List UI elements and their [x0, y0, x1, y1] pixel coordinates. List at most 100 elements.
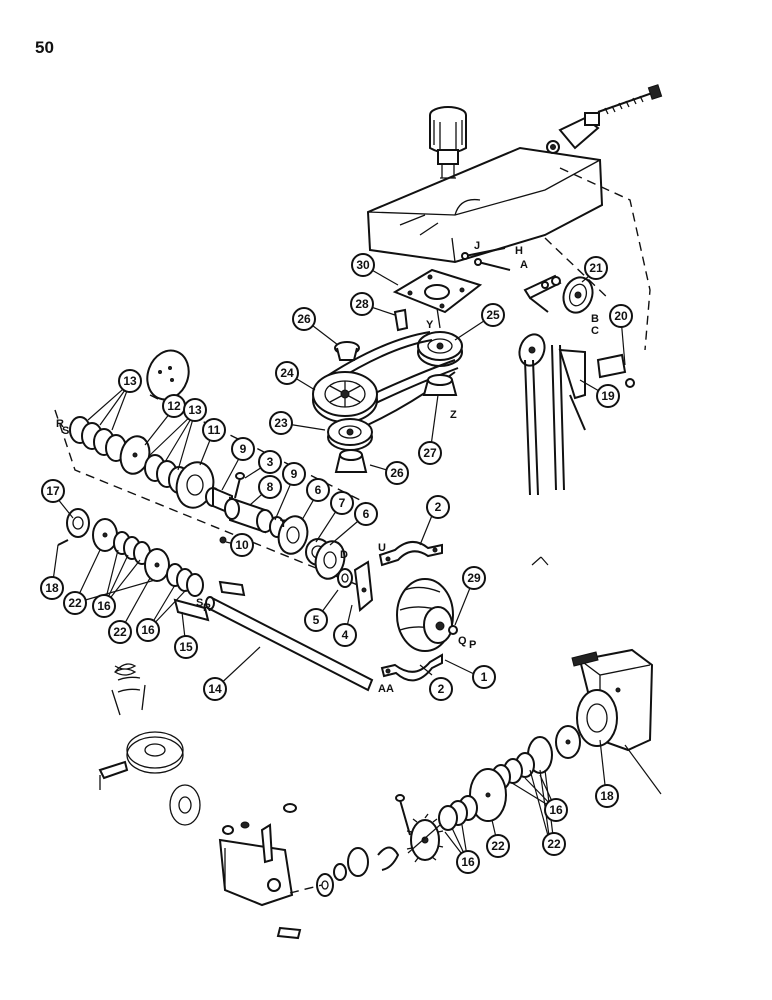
- callout-8: 8: [258, 475, 282, 499]
- callout-13: 13: [183, 398, 207, 422]
- letter-label: U: [378, 542, 386, 554]
- pulley-hub-upper: [334, 341, 360, 361]
- idler-pulley: [562, 276, 594, 314]
- sprocket: [406, 813, 444, 863]
- letter-label: R: [56, 418, 64, 430]
- callout-22: 22: [108, 620, 132, 644]
- clutch-springs-upper: [69, 416, 127, 462]
- key: [57, 539, 69, 546]
- callout-label: 4: [342, 628, 349, 642]
- callout-28: 28: [350, 292, 374, 316]
- clutch-plate-lower: [92, 518, 118, 552]
- callout-label: 19: [601, 389, 615, 403]
- large-pulley: [312, 371, 378, 423]
- callout-label: 3: [267, 455, 274, 469]
- callout-label: 28: [355, 297, 369, 311]
- bearing-plate: [353, 560, 374, 612]
- letter-label: P: [469, 639, 476, 651]
- callout-label: 6: [315, 483, 322, 497]
- letter-label: A: [520, 259, 528, 271]
- letter-label: H: [515, 245, 523, 257]
- tension-bolt-assembly: [546, 84, 663, 154]
- callout-26: 26: [385, 461, 409, 485]
- lower-pulley: [327, 418, 373, 451]
- idler-pulley-2: [518, 333, 546, 367]
- callout-label: 24: [280, 366, 294, 380]
- callout-17: 17: [41, 479, 65, 503]
- drive-pulley: [417, 331, 463, 367]
- callout-label: 25: [486, 308, 500, 322]
- letter-label: B: [591, 313, 599, 325]
- callout-label: 26: [297, 312, 311, 326]
- letter-label: Y: [426, 319, 434, 331]
- letter-label: Z: [450, 409, 457, 421]
- drive-hub: [576, 689, 618, 747]
- pin: [399, 799, 411, 836]
- hub-flange: [555, 725, 581, 759]
- bolt-head: [235, 472, 245, 480]
- callout-11: 11: [202, 418, 226, 442]
- callout-label: 14: [208, 682, 222, 696]
- callout-7: 7: [330, 491, 354, 515]
- callout-label: 6: [363, 507, 370, 521]
- clutch-disc-lower: [144, 548, 170, 582]
- callout-label: 22: [113, 625, 127, 639]
- letter-label: D: [340, 549, 348, 561]
- washer: [337, 568, 353, 588]
- callout-label: 8: [267, 480, 274, 494]
- clutch-springs-lower-2: [166, 563, 204, 597]
- callout-21: 21: [584, 256, 608, 280]
- idler-arm: [523, 274, 562, 313]
- callout-label: 7: [339, 496, 346, 510]
- callout-13: 13: [118, 369, 142, 393]
- clutch-springs-lower: [113, 531, 151, 565]
- callout-4: 4: [333, 623, 357, 647]
- callout-1: 1: [472, 665, 496, 689]
- callout-label: 16: [461, 855, 475, 869]
- callout-label: 16: [141, 623, 155, 637]
- callout-24: 24: [275, 361, 299, 385]
- callout-2: 2: [426, 495, 450, 519]
- callout-label: 23: [274, 416, 288, 430]
- callout-23: 23: [269, 411, 293, 435]
- callout-15: 15: [174, 635, 198, 659]
- clip: [393, 308, 409, 332]
- callout-16: 16: [456, 850, 480, 874]
- callout-label: 22: [547, 837, 561, 851]
- letter-label: Q: [458, 635, 467, 647]
- callout-label: 22: [68, 596, 82, 610]
- callout-label: 2: [435, 500, 442, 514]
- callout-30: 30: [351, 253, 375, 277]
- callout-label: 5: [313, 613, 320, 627]
- callout-label: 12: [167, 399, 181, 413]
- callouts: 1 2 2 3 4 5 6 6 7 8 9 9 10 11 12 13 13 1…: [40, 253, 633, 874]
- callout-27: 27: [418, 441, 442, 465]
- callout-9: 9: [231, 437, 255, 461]
- page-number: 50: [35, 38, 54, 57]
- bearing-clamp-lower: [380, 653, 443, 682]
- assembly-outline: [54, 409, 371, 591]
- clutch-hub: [66, 508, 90, 538]
- callout-3: 3: [258, 450, 282, 474]
- pivot-pins: [461, 247, 511, 271]
- motor: [429, 106, 467, 179]
- lower-clutch-springs-2: [438, 795, 478, 831]
- control-rods: [524, 344, 586, 496]
- clutch-pulley: [396, 578, 458, 652]
- ghost-pulley: [98, 731, 201, 826]
- callout-label: 27: [423, 446, 437, 460]
- retaining-plate: [173, 598, 210, 622]
- spring-ghost: [111, 663, 146, 716]
- callout-2: 2: [429, 677, 453, 701]
- callout-16: 16: [544, 798, 568, 822]
- shaft-bushing: [205, 486, 285, 538]
- callout-label: 13: [188, 403, 202, 417]
- callout-label: 22: [491, 839, 505, 853]
- callout-16: 16: [92, 594, 116, 618]
- callout-label: 26: [390, 466, 404, 480]
- callout-19: 19: [596, 384, 620, 408]
- bearing-parts: [316, 846, 400, 897]
- letter-label: S: [62, 425, 69, 437]
- callout-label: 2: [438, 682, 445, 696]
